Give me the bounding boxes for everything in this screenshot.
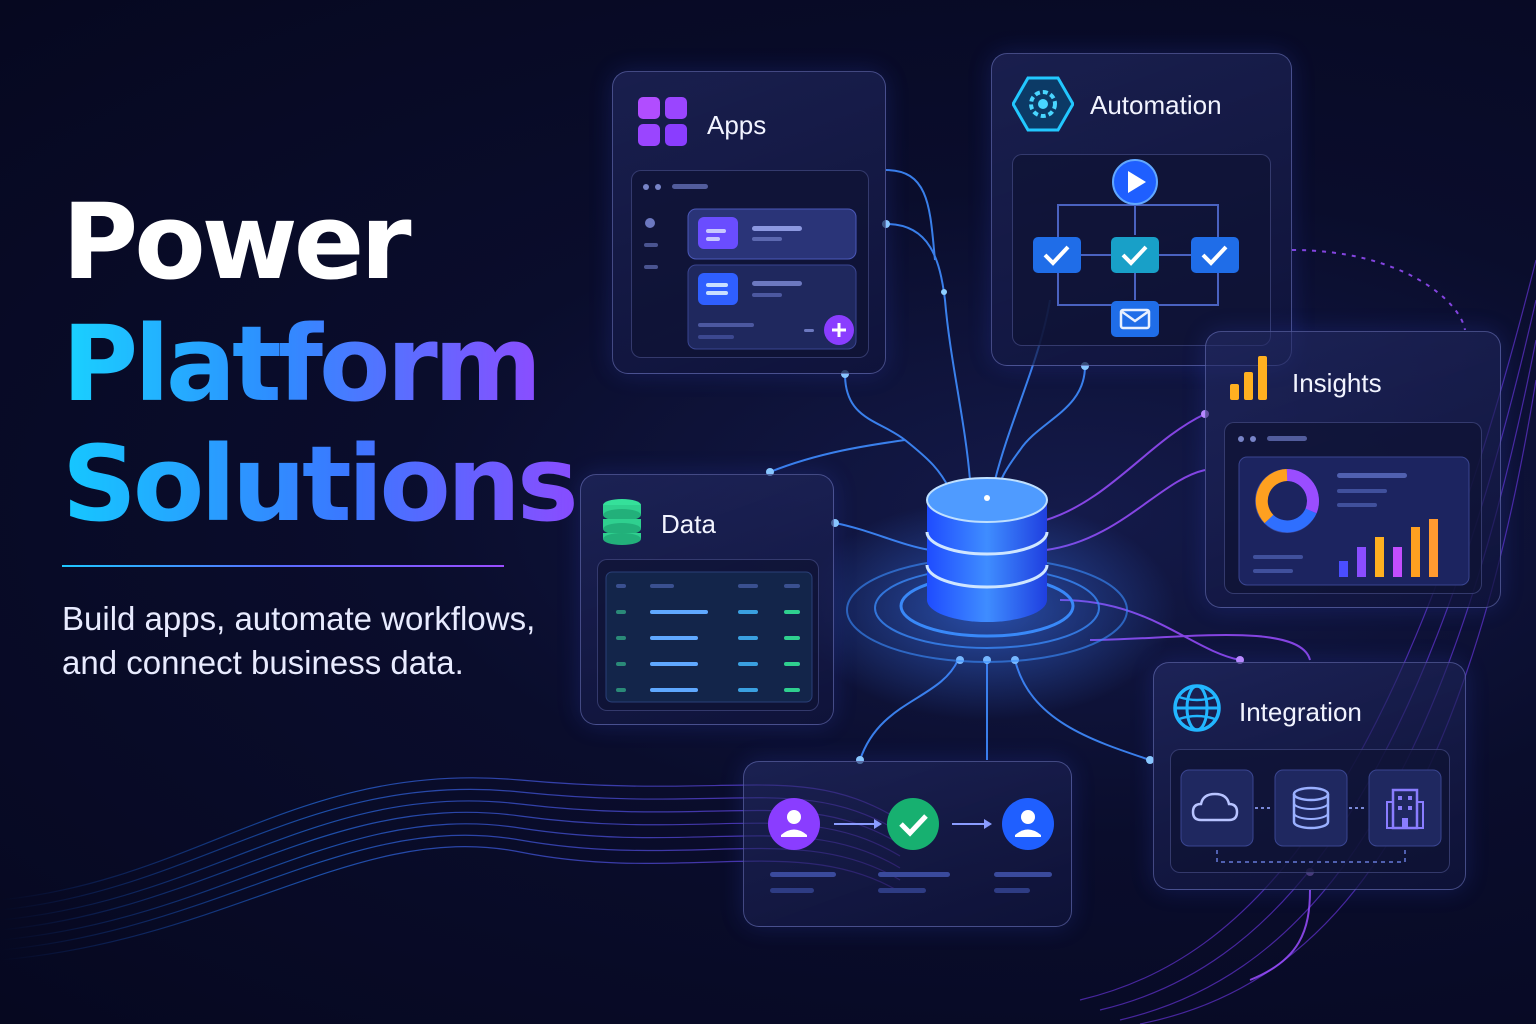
insights-card-title: Insights xyxy=(1292,368,1382,398)
data-table-graphics xyxy=(605,571,813,703)
subtitle-line-2: and connect business data. xyxy=(62,644,464,681)
integration-graphics xyxy=(1180,769,1442,863)
database-icon xyxy=(603,499,641,545)
integration-flow xyxy=(1170,749,1450,873)
bar-chart-icon xyxy=(1230,356,1267,400)
data-card-title: Data xyxy=(661,509,716,539)
apps-preview-graphics xyxy=(643,184,857,350)
globe-icon xyxy=(1173,684,1221,732)
apps-preview-window xyxy=(631,170,869,358)
integration-card[interactable]: Integration xyxy=(1153,662,1466,890)
automation-card-title: Automation xyxy=(1090,90,1222,120)
title-divider xyxy=(62,565,504,567)
apps-card[interactable]: Apps xyxy=(612,71,886,374)
apps-card-title: Apps xyxy=(707,110,767,140)
integration-card-title: Integration xyxy=(1239,697,1362,727)
gear-icon xyxy=(1012,76,1074,132)
workflow-graphics xyxy=(1033,159,1239,337)
subtitle-line-1: Build apps, automate workflows, xyxy=(62,600,536,637)
dashboard-preview xyxy=(1224,422,1482,594)
wave-lines-left xyxy=(0,777,901,961)
workflow-diagram xyxy=(1012,154,1271,346)
insights-card[interactable]: Insights xyxy=(1205,331,1501,608)
automation-card[interactable]: Automation xyxy=(991,53,1292,366)
title-line-3: Solutions xyxy=(62,423,579,545)
title-line-1: Power xyxy=(62,181,412,303)
data-table-preview xyxy=(597,559,819,711)
app-grid-icon xyxy=(638,97,687,146)
title-line-2: Platform xyxy=(62,303,542,425)
approval-flow-card[interactable] xyxy=(743,761,1072,927)
approval-flow-graphics xyxy=(768,798,1054,893)
hub-database-icon xyxy=(925,477,1049,622)
dashboard-graphics xyxy=(1238,436,1470,586)
add-icon[interactable] xyxy=(822,313,856,347)
data-card[interactable]: Data xyxy=(580,474,834,725)
